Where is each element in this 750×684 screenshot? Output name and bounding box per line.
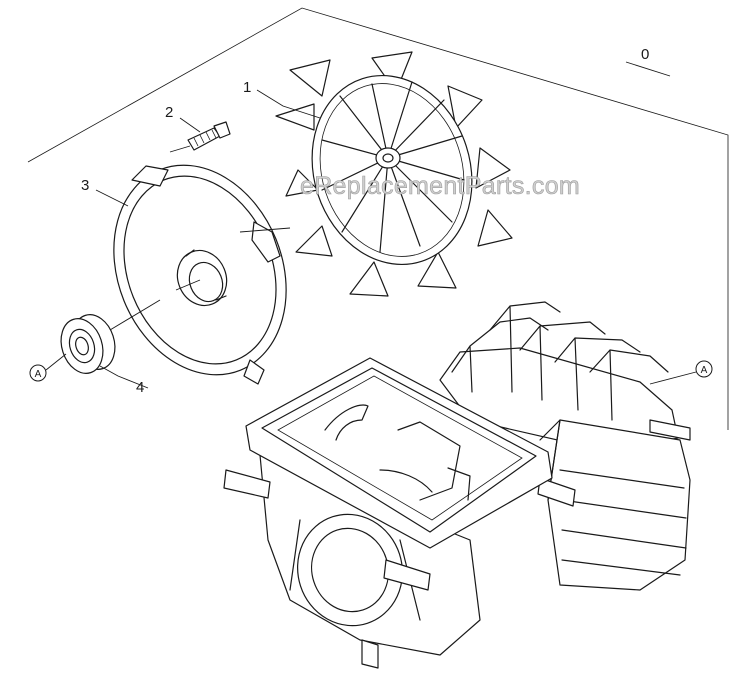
leader-lines <box>45 61 697 389</box>
motor-housing <box>223 301 691 669</box>
callout-4: 4 <box>136 379 144 396</box>
cooling-fan <box>275 51 513 297</box>
end-shield <box>113 164 287 385</box>
watermark-text: eReplacementParts.com <box>300 172 580 200</box>
callout-1: 1 <box>243 79 251 96</box>
callout-3: 3 <box>81 177 89 194</box>
reference-mark-housing: A <box>695 360 713 378</box>
reference-label: A <box>35 369 42 380</box>
bearing <box>60 314 116 374</box>
assembly-bracket <box>27 7 729 430</box>
reference-mark-bearing: A <box>29 364 47 382</box>
reference-label: A <box>701 365 708 376</box>
callout-2: 2 <box>165 104 173 121</box>
callout-0: 0 <box>641 46 649 63</box>
screw <box>187 121 231 151</box>
